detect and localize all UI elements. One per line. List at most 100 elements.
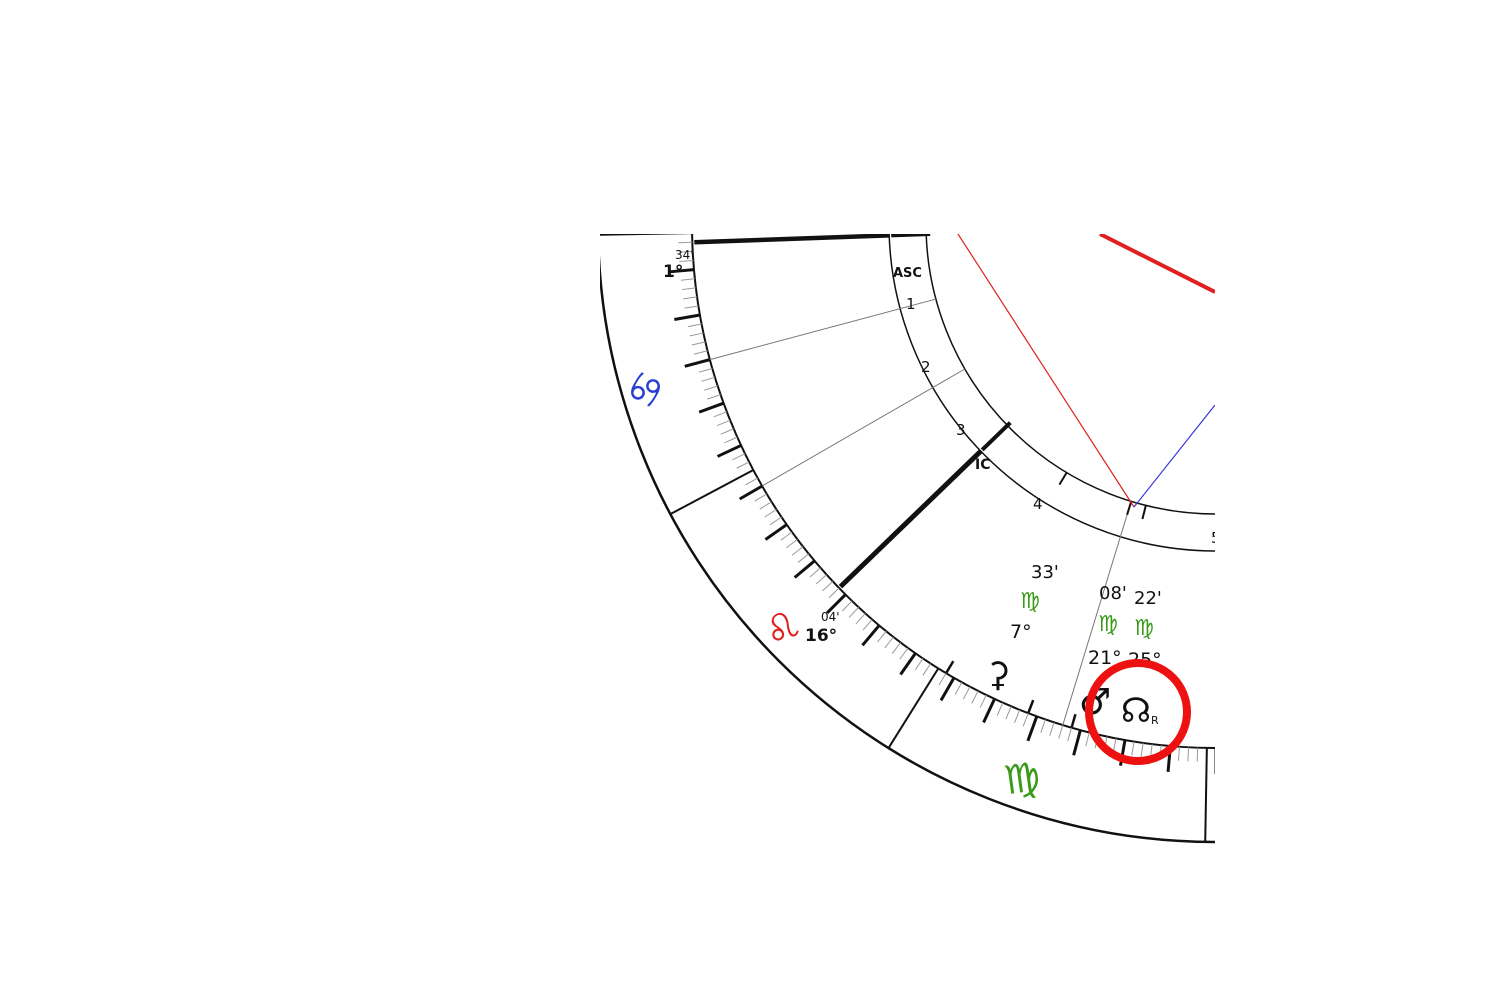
zodiac-ticks: [667, 241, 1244, 774]
highlight-circle: [1085, 659, 1191, 765]
mars-minutes: 08': [1099, 583, 1127, 604]
degree-tick: [855, 613, 866, 625]
asc-cusp-inner: [891, 234, 931, 238]
degree-tick: [938, 672, 947, 686]
degree-tick: [716, 419, 731, 427]
wheel-rings: [600, 234, 1215, 844]
ic-minutes-label: 04': [821, 610, 840, 624]
degree-tick: [1243, 747, 1244, 761]
degree-tick: [786, 538, 798, 549]
degree-tick: [1013, 709, 1021, 724]
degree-tick: [1072, 729, 1082, 756]
degree-tick: [698, 367, 713, 373]
degree-tick: [680, 278, 695, 281]
degree-tick: [1177, 746, 1180, 761]
degree-tick: [962, 686, 971, 700]
sign-boundary-line: [600, 234, 693, 236]
degree-tick: [841, 600, 853, 612]
ceres-minutes: 33': [1031, 562, 1059, 583]
degree-tick: [684, 305, 699, 309]
degree-tick: [1040, 719, 1046, 733]
degree-tick: [720, 428, 734, 435]
sign-boundary-line: [1204, 747, 1208, 842]
planet-inner-tick: [1141, 505, 1147, 520]
node-retrograde-mark: R: [1151, 714, 1159, 727]
planet-position-tick: [1070, 713, 1077, 729]
mars-sign-glyph: ♍: [1098, 612, 1118, 637]
house-inner-ring: [925, 234, 1215, 515]
degree-tick: [899, 652, 917, 676]
degree-tick: [884, 636, 894, 649]
degree-tick: [759, 501, 772, 510]
aspect-line-red-thick: [1099, 234, 1215, 294]
degree-tick: [698, 401, 725, 414]
degree-tick: [979, 694, 987, 708]
house-number-2: 2: [921, 358, 931, 376]
degree-tick: [809, 567, 821, 578]
planet-position-tick: [945, 660, 955, 674]
degree-tick: [713, 411, 727, 418]
degree-tick: [848, 606, 859, 618]
degree-tick: [815, 574, 827, 585]
degree-tick: [754, 493, 768, 502]
degree-tick: [732, 453, 746, 461]
house-cusp-line: [761, 368, 966, 487]
degree-tick: [683, 296, 698, 300]
degree-tick: [954, 682, 963, 695]
degree-tick: [716, 444, 742, 458]
degree-tick: [780, 531, 793, 541]
sign-boundary-line: [887, 667, 940, 749]
house-number-5: 5: [1211, 529, 1221, 547]
degree-tick: [691, 341, 706, 346]
degree-tick: [707, 394, 721, 400]
degree-tick: [826, 593, 847, 614]
degree-tick: [674, 313, 701, 321]
degree-tick: [891, 642, 902, 654]
degree-tick: [678, 250, 693, 253]
degree-tick: [687, 323, 702, 328]
degree-tick: [745, 477, 758, 486]
ic-cusp-inner: [980, 421, 1012, 452]
ceres-degree: 7°: [1010, 621, 1032, 643]
degree-tick: [1112, 738, 1117, 753]
mars-degree: 21°: [1088, 647, 1122, 669]
degree-tick: [877, 630, 887, 643]
ic-degree-label: 16°: [805, 626, 837, 646]
degree-tick: [736, 461, 750, 469]
degree-tick: [1049, 722, 1055, 736]
degree-tick: [899, 647, 909, 660]
degree-tick: [793, 559, 816, 579]
aspect-line-red-thin: [957, 234, 1135, 508]
degree-tick: [1085, 732, 1090, 747]
degree-tick: [971, 690, 979, 704]
degree-tick: [982, 698, 996, 724]
house-cusp-line: [1062, 501, 1132, 726]
wheel-clip-group: ♋ ♌ ♍ 34' 1° ASC 04' 16° IC 1 2 3 4 5 33…: [600, 234, 1244, 844]
degree-tick: [769, 516, 782, 526]
asc-label: ASC: [893, 266, 922, 281]
degree-tick: [1187, 747, 1190, 762]
sign-boundary-line: [669, 469, 754, 516]
degree-tick: [862, 619, 873, 631]
degree-tick: [738, 484, 763, 501]
ceres-sign-glyph: ♍: [1020, 589, 1040, 614]
degree-tick: [1022, 713, 1029, 727]
planet-position-tick: [1027, 699, 1035, 714]
house-number-1: 1: [906, 295, 916, 313]
degree-tick: [667, 268, 695, 274]
degree-tick: [791, 546, 804, 556]
degree-tick: [764, 508, 777, 518]
degree-tick: [1067, 727, 1073, 742]
wheel-labels: ♋ ♌ ♍ 34' 1° ASC 04' 16° IC 1 2 3 4 5 33…: [618, 248, 1221, 804]
degree-tick: [1131, 741, 1135, 756]
asc-minutes-label: 34': [675, 248, 694, 262]
planet-inner-tick: [1058, 472, 1068, 486]
degree-tick: [1005, 706, 1012, 720]
house-cusp-line: [709, 298, 937, 361]
degree-tick: [684, 358, 711, 368]
node-sign-glyph: ♍: [1134, 616, 1154, 641]
sign-glyph-leo: ♌: [754, 600, 810, 658]
degree-tick: [996, 702, 1004, 716]
degree-tick: [724, 436, 738, 444]
asc-degree-label: 1°: [663, 262, 683, 282]
